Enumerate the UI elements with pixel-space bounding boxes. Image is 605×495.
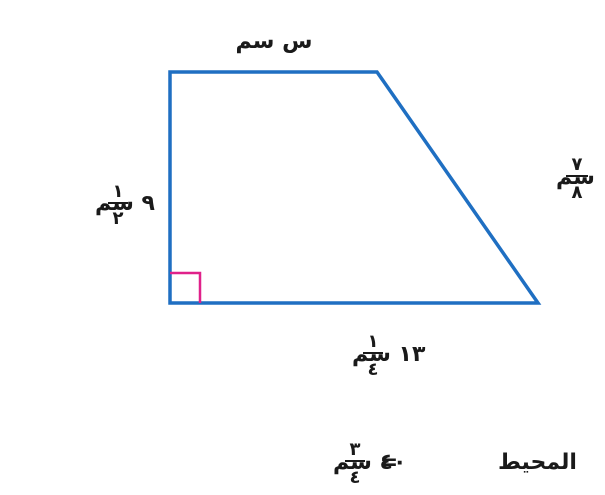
right-side-numerator: ٧ (572, 154, 583, 175)
perimeter-whole-unit: ٤٠ سم (333, 450, 406, 475)
right-side-denominator: ٨ (572, 182, 583, 203)
bottom-side-whole-unit: ١٣ سم (352, 342, 426, 367)
perimeter-denominator: ٤ (350, 467, 361, 488)
right-angle-marker (170, 271, 202, 303)
perimeter-equals: = (380, 450, 398, 475)
top-side-label: س سم (236, 29, 313, 54)
bottom-side-denominator: ٤ (368, 359, 379, 380)
perimeter-equation: المحيط = ٣ ٤ ٤٠ سم (333, 439, 577, 488)
bottom-side-numerator: ١ (368, 331, 379, 352)
left-side-numerator: ١ (113, 181, 124, 202)
trapezoid-shape (168, 70, 542, 305)
perimeter-numerator: ٣ (350, 439, 361, 460)
right-side-label: ١١ سم ٧ ٨ (556, 154, 605, 203)
left-side-denominator: ٢ (113, 208, 124, 229)
bottom-side-label: ١٣ سم ١ ٤ (352, 331, 426, 380)
right-side-whole-unit: ١١ سم (556, 165, 605, 190)
left-side-label: ٩ سم ١ ٢ (95, 181, 155, 229)
perimeter-label: المحيط (498, 450, 577, 475)
